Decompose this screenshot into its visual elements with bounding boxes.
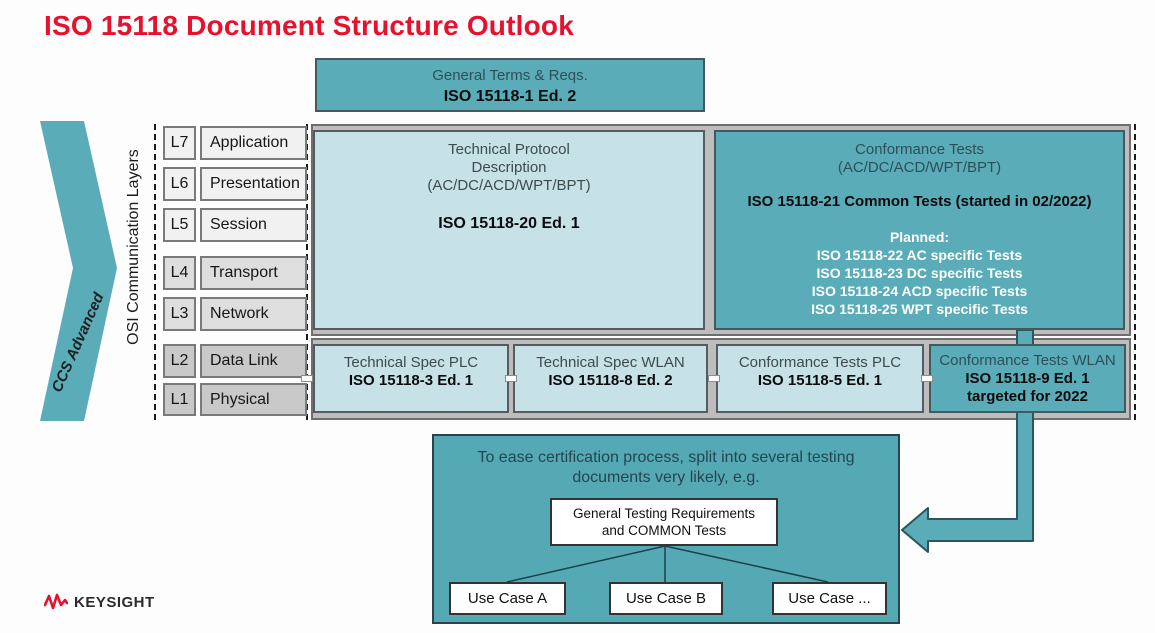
conformance-tests-box: Conformance Tests (AC/DC/ACD/WPT/BPT) IS… [714, 130, 1125, 330]
tech-protocol-line3: (AC/DC/ACD/WPT/BPT) [427, 177, 591, 194]
box-doc: ISO 15118-9 Ed. 1 [965, 370, 1090, 387]
box-title: Conformance Tests WLAN [939, 352, 1116, 369]
layer-id: L1 [163, 383, 196, 416]
layer-name: Application [200, 126, 307, 160]
osi-row-l7: L7 Application [163, 126, 307, 160]
box-doc: ISO 15118-3 Ed. 1 [348, 372, 474, 389]
general-testing-line2: and COMMON Tests [601, 523, 727, 538]
layer-name: Physical [200, 383, 307, 416]
osi-row-l6: L6 Presentation [163, 167, 307, 201]
use-case-label: Use Case B [625, 590, 707, 607]
osi-axis-label: OSI Communication Layers [125, 149, 142, 345]
conformance-common-doc: ISO 15118-21 Common Tests (started in 02… [747, 193, 1092, 210]
keysight-waveform-icon [44, 593, 68, 610]
junction-notch [505, 375, 517, 382]
tech-protocol-line2: Description [471, 159, 547, 176]
conformance-tests-wlan-box: Conformance Tests WLAN ISO 15118-9 Ed. 1… [929, 344, 1126, 413]
conformance-planned-item: ISO 15118-23 DC specific Tests [816, 265, 1023, 281]
osi-row-l1: L1 Physical [163, 383, 307, 416]
general-terms-title: General Terms & Reqs. [432, 67, 588, 84]
layer-name: Data Link [200, 344, 307, 378]
certification-text-line2: documents very likely, e.g. [572, 469, 760, 486]
box-title: Technical Spec PLC [343, 354, 479, 371]
conformance-planned-label: Planned: [889, 229, 950, 245]
tech-spec-wlan-box: Technical Spec WLAN ISO 15118-8 Ed. 2 [513, 344, 708, 413]
general-testing-line1: General Testing Requirements [572, 506, 756, 521]
conformance-tests-plc-box: Conformance Tests PLC ISO 15118-5 Ed. 1 [716, 344, 924, 413]
osi-row-l5: L5 Session [163, 208, 307, 242]
tech-spec-plc-box: Technical Spec PLC ISO 15118-3 Ed. 1 [313, 344, 509, 413]
layer-id: L4 [163, 256, 196, 290]
tech-protocol-line1: Technical Protocol [448, 141, 570, 158]
junction-notch [301, 375, 313, 382]
general-terms-box: General Terms & Reqs. ISO 15118-1 Ed. 2 [315, 58, 705, 112]
keysight-logo-text: KEYSIGHT [74, 593, 155, 611]
keysight-logo: KEYSIGHT [44, 591, 155, 613]
layer-name: Presentation [200, 167, 307, 201]
ccs-chevron-shape [40, 121, 117, 421]
junction-notch [921, 375, 933, 382]
box-title: Conformance Tests PLC [738, 354, 902, 371]
page-title: ISO 15118 Document Structure Outlook [44, 10, 574, 41]
conformance-subtitle: (AC/DC/ACD/WPT/BPT) [837, 159, 1002, 176]
box-title: Technical Spec WLAN [536, 354, 685, 371]
box-doc: ISO 15118-5 Ed. 1 [757, 372, 883, 389]
dashed-line-right [1134, 124, 1136, 420]
osi-row-l4: L4 Transport [163, 256, 307, 290]
general-terms-doc: ISO 15118-1 Ed. 2 [443, 88, 577, 105]
dashed-line-left [154, 124, 156, 420]
conformance-planned-item: ISO 15118-22 AC specific Tests [816, 247, 1023, 263]
conformance-planned-item: ISO 15118-24 ACD specific Tests [811, 283, 1028, 299]
use-case-connector-lines [506, 545, 829, 583]
box-note: targeted for 2022 [967, 388, 1088, 405]
layer-name: Network [200, 297, 307, 331]
use-case-label: Use Case A [467, 590, 548, 607]
layer-id: L2 [163, 344, 196, 378]
use-case-label: Use Case ... [788, 590, 871, 607]
osi-row-l2: L2 Data Link [163, 344, 307, 378]
dashed-line-middle [306, 124, 308, 420]
conformance-title: Conformance Tests [855, 141, 984, 158]
use-case-etc-node: Use Case ... [772, 582, 887, 615]
layer-id: L7 [163, 126, 196, 160]
certification-text-line1: To ease certification process, split int… [477, 449, 855, 466]
use-case-a-node: Use Case A [449, 582, 566, 615]
conformance-planned-item: ISO 15118-25 WPT specific Tests [811, 301, 1028, 317]
layer-id: L6 [163, 167, 196, 201]
use-case-b-node: Use Case B [609, 582, 723, 615]
tech-protocol-box: Technical Protocol Description (AC/DC/AC… [313, 130, 705, 330]
layer-name: Session [200, 208, 307, 242]
osi-row-l3: L3 Network [163, 297, 307, 331]
box-doc: ISO 15118-8 Ed. 2 [548, 372, 673, 389]
layer-id: L5 [163, 208, 196, 242]
junction-notch [708, 375, 720, 382]
layer-name: Transport [200, 256, 307, 290]
general-testing-node: General Testing Requirements and COMMON … [550, 498, 778, 546]
certification-box: To ease certification process, split int… [432, 434, 900, 624]
layer-id: L3 [163, 297, 196, 331]
tech-protocol-doc: ISO 15118-20 Ed. 1 [438, 215, 580, 232]
